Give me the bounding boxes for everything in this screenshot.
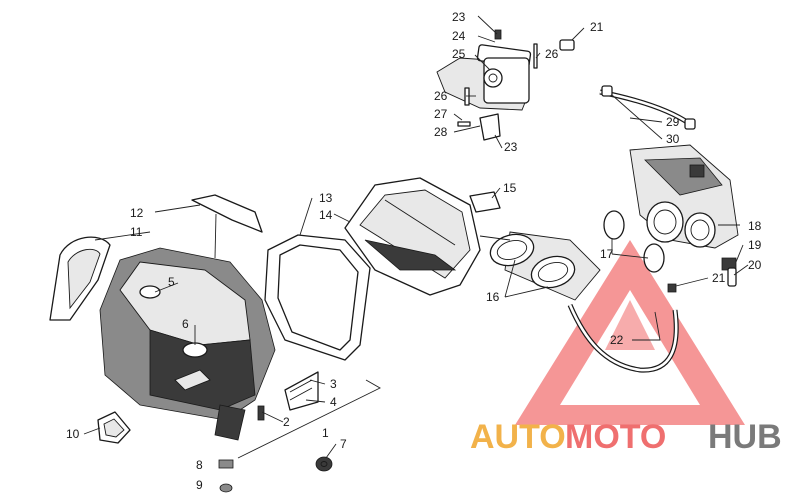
- part-label-18: 18: [748, 219, 762, 233]
- part-label-17: 17: [600, 247, 614, 261]
- part-label-26b: 26: [434, 89, 448, 103]
- part-label-3: 3: [330, 377, 337, 391]
- air-filter: [264, 234, 371, 361]
- hose-clamps: [603, 210, 665, 273]
- leader-lines: [83, 15, 749, 459]
- part-label-21: 21: [590, 20, 604, 34]
- part-label-16: 16: [486, 290, 500, 304]
- part-label-15: 15: [503, 181, 517, 195]
- watermark-hub: HUB: [708, 418, 782, 456]
- part-label-27: 27: [434, 107, 448, 121]
- intake-boot: [479, 231, 601, 301]
- vent-hose: [567, 304, 679, 373]
- part-label-10: 10: [66, 427, 80, 441]
- part-label-30: 30: [666, 132, 680, 146]
- gasket-10: [97, 411, 131, 444]
- part-label-29: 29: [666, 115, 680, 129]
- part-label-13: 13: [319, 191, 333, 205]
- throttle-body: [629, 144, 739, 249]
- part-label-11: 11: [130, 225, 143, 239]
- part-label-7: 7: [340, 437, 347, 451]
- assembly-bracket-lines: [237, 379, 381, 459]
- throttle-bracket-assembly: [436, 29, 538, 141]
- part-label-21b: 21: [712, 271, 726, 285]
- part-label-14: 14: [319, 208, 333, 222]
- hose-29-30: [599, 85, 696, 130]
- throttle-cable: [559, 39, 594, 231]
- part-label-26: 26: [545, 47, 559, 61]
- watermark-text: AUTO MOTO HUB: [470, 418, 782, 456]
- air-box-housing: [99, 247, 276, 441]
- part-label-25: 25: [452, 47, 466, 61]
- hose-fitting-19-20: [667, 257, 737, 293]
- part-label-2: 2: [283, 415, 290, 429]
- seal-strip: [191, 194, 263, 233]
- side-cover: [49, 236, 111, 321]
- part-label-5: 5: [168, 275, 175, 289]
- mount-bracket: [284, 371, 319, 411]
- watermark-logo: [515, 240, 745, 425]
- part-labels: 23 24 25 26 21 26 27 28 23 29 30 15 13 1…: [66, 10, 762, 492]
- part-label-6: 6: [182, 317, 189, 331]
- fasteners: [218, 405, 333, 493]
- watermark-auto: AUTO: [470, 418, 566, 456]
- part-label-8: 8: [196, 458, 203, 472]
- part-label-19: 19: [748, 238, 762, 252]
- part-label-12: 12: [130, 206, 144, 220]
- part-label-9: 9: [196, 478, 203, 492]
- part-label-22: 22: [610, 333, 624, 347]
- part-label-1: 1: [322, 426, 329, 440]
- part-label-20: 20: [748, 258, 762, 272]
- part-label-24: 24: [452, 29, 466, 43]
- part-label-23: 23: [452, 10, 466, 24]
- part-label-23b: 23: [504, 140, 518, 154]
- part-label-28: 28: [434, 125, 448, 139]
- watermark-moto: MOTO: [565, 418, 666, 456]
- part-label-4: 4: [330, 395, 337, 409]
- foam-pad: [469, 191, 501, 213]
- air-box-upper: [344, 177, 481, 296]
